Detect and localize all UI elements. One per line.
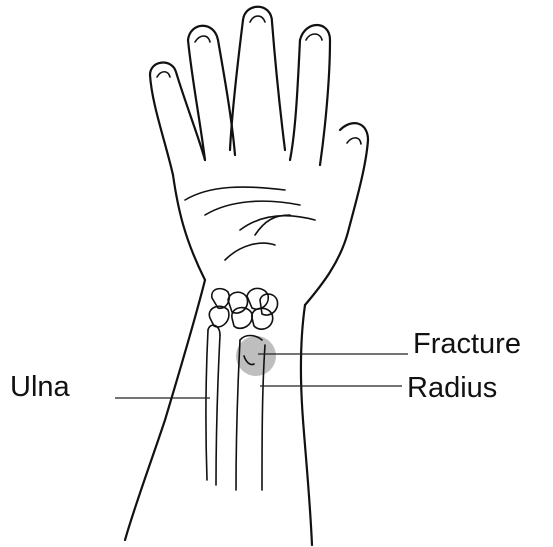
ulna-label: Ulna [10,373,70,402]
radius-label: Radius [407,374,497,403]
fracture-highlight [236,336,276,376]
hand-outline [150,7,368,305]
forearm-outline [125,280,312,545]
ulna-bone [206,325,220,485]
carpal-bones [209,288,277,329]
fracture-label: Fracture [413,330,521,359]
